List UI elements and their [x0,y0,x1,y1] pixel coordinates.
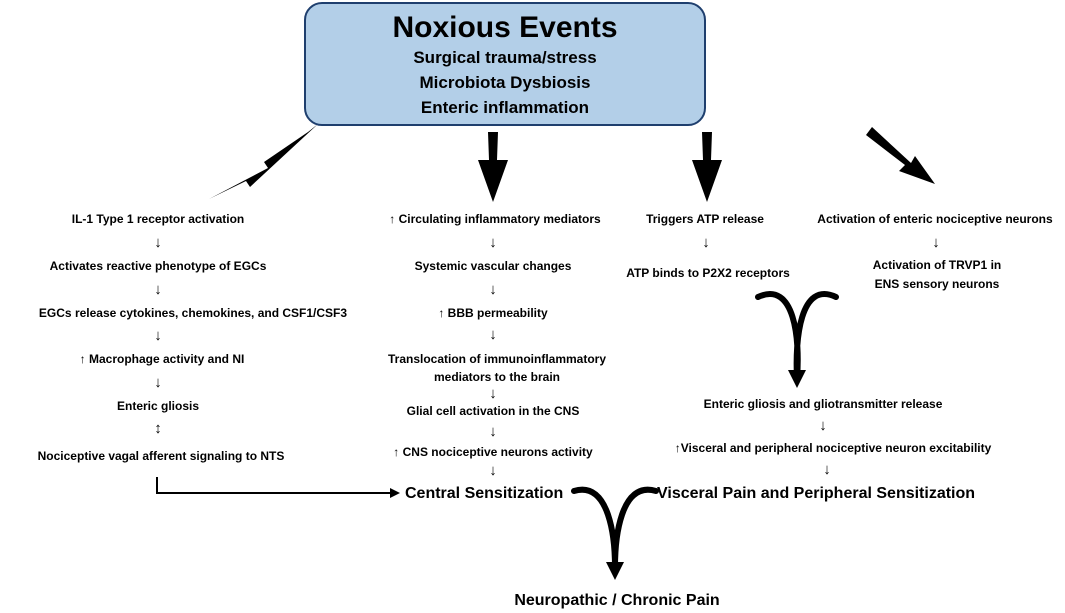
col2-arrow-2: ↓ [489,281,497,298]
col2-step-6: ↑ CNS nociceptive neurons activity [393,445,593,459]
col2-arrow-1: ↓ [489,234,497,251]
merge-arrow-1: ↓ [819,417,827,434]
col3-arrow-1: ↓ [702,234,710,251]
col1-arrow-1: ↓ [154,234,162,251]
col4-step-1: Activation of enteric nociceptive neuron… [817,212,1053,226]
col1-arrow-3: ↓ [154,327,162,344]
col1-arrow-5: ↕ [154,420,162,437]
col2-step-2: Systemic vascular changes [414,259,572,273]
y-merge-bottom [571,486,659,570]
top-box-item-surgical: Surgical trauma/stress [413,48,597,67]
top-box-title: Noxious Events [392,11,618,44]
col1-step-4: ↑ Macrophage activity and NI [79,352,245,366]
col1-arrow-2: ↓ [154,281,162,298]
top-box-item-dysbiosis: Microbiota Dysbiosis [419,73,591,92]
merge-step-1: Enteric gliosis and gliotransmitter rele… [703,397,943,411]
connector-col1-arrowhead [390,488,400,498]
col2-step-1: ↑ Circulating inflammatory mediators [389,212,601,226]
big-arrow-to-col2 [478,132,508,202]
top-box-item-inflammation: Enteric inflammation [420,98,590,117]
big-arrow-to-col1 [209,124,318,199]
noxious-events-box: Noxious Events Surgical trauma/stress Mi… [304,2,706,126]
col2-step-4a: Translocation of immunoinflammatory [387,352,607,366]
col4-step-2b: ENS sensory neurons [874,277,1000,291]
col4-step-2a: Activation of TRVP1 in [872,258,1002,272]
y-merge-bottom-arrowhead [606,562,624,580]
col3-step-2: ATP binds to P2X2 receptors [626,266,790,280]
y-merge-right-arrowhead [788,370,806,388]
col2-arrow-5: ↓ [489,423,497,440]
merge-arrow-2: ↓ [823,461,831,478]
col2-arrow-6: ↓ [489,462,497,479]
y-merge-right [755,291,839,381]
col2-step-4b: mediators to the brain [433,370,561,384]
col1-arrow-4: ↓ [154,374,162,391]
col4-arrow-1: ↓ [932,234,940,251]
merge-step-2: ↑Visceral and peripheral nociceptive neu… [674,441,992,455]
col2-step-5: Glial cell activation in the CNS [406,404,580,418]
col1-step-5: Enteric gliosis [116,399,200,413]
connector-col1-to-central [156,477,392,494]
col1-step-3: EGCs release cytokines, chemokines, and … [38,306,348,320]
col2-step-3: ↑ BBB permeability [438,306,548,320]
col3-step-1: Triggers ATP release [646,212,764,226]
col1-step-1: IL-1 Type 1 receptor activation [71,212,245,226]
col2-arrow-4: ↓ [489,385,497,402]
big-arrow-to-col4 [866,127,935,184]
neuropathic-chronic-pain: Neuropathic / Chronic Pain [514,592,720,609]
col1-step-6: Nociceptive vagal afferent signaling to … [37,449,285,463]
big-arrow-to-col3 [692,132,722,202]
visceral-pain-peripheral-sensitization: Visceral Pain and Peripheral Sensitizati… [657,485,976,502]
col2-arrow-3: ↓ [489,326,497,343]
central-sensitization: Central Sensitization [405,485,564,502]
col1-step-2: Activates reactive phenotype of EGCs [49,259,267,273]
